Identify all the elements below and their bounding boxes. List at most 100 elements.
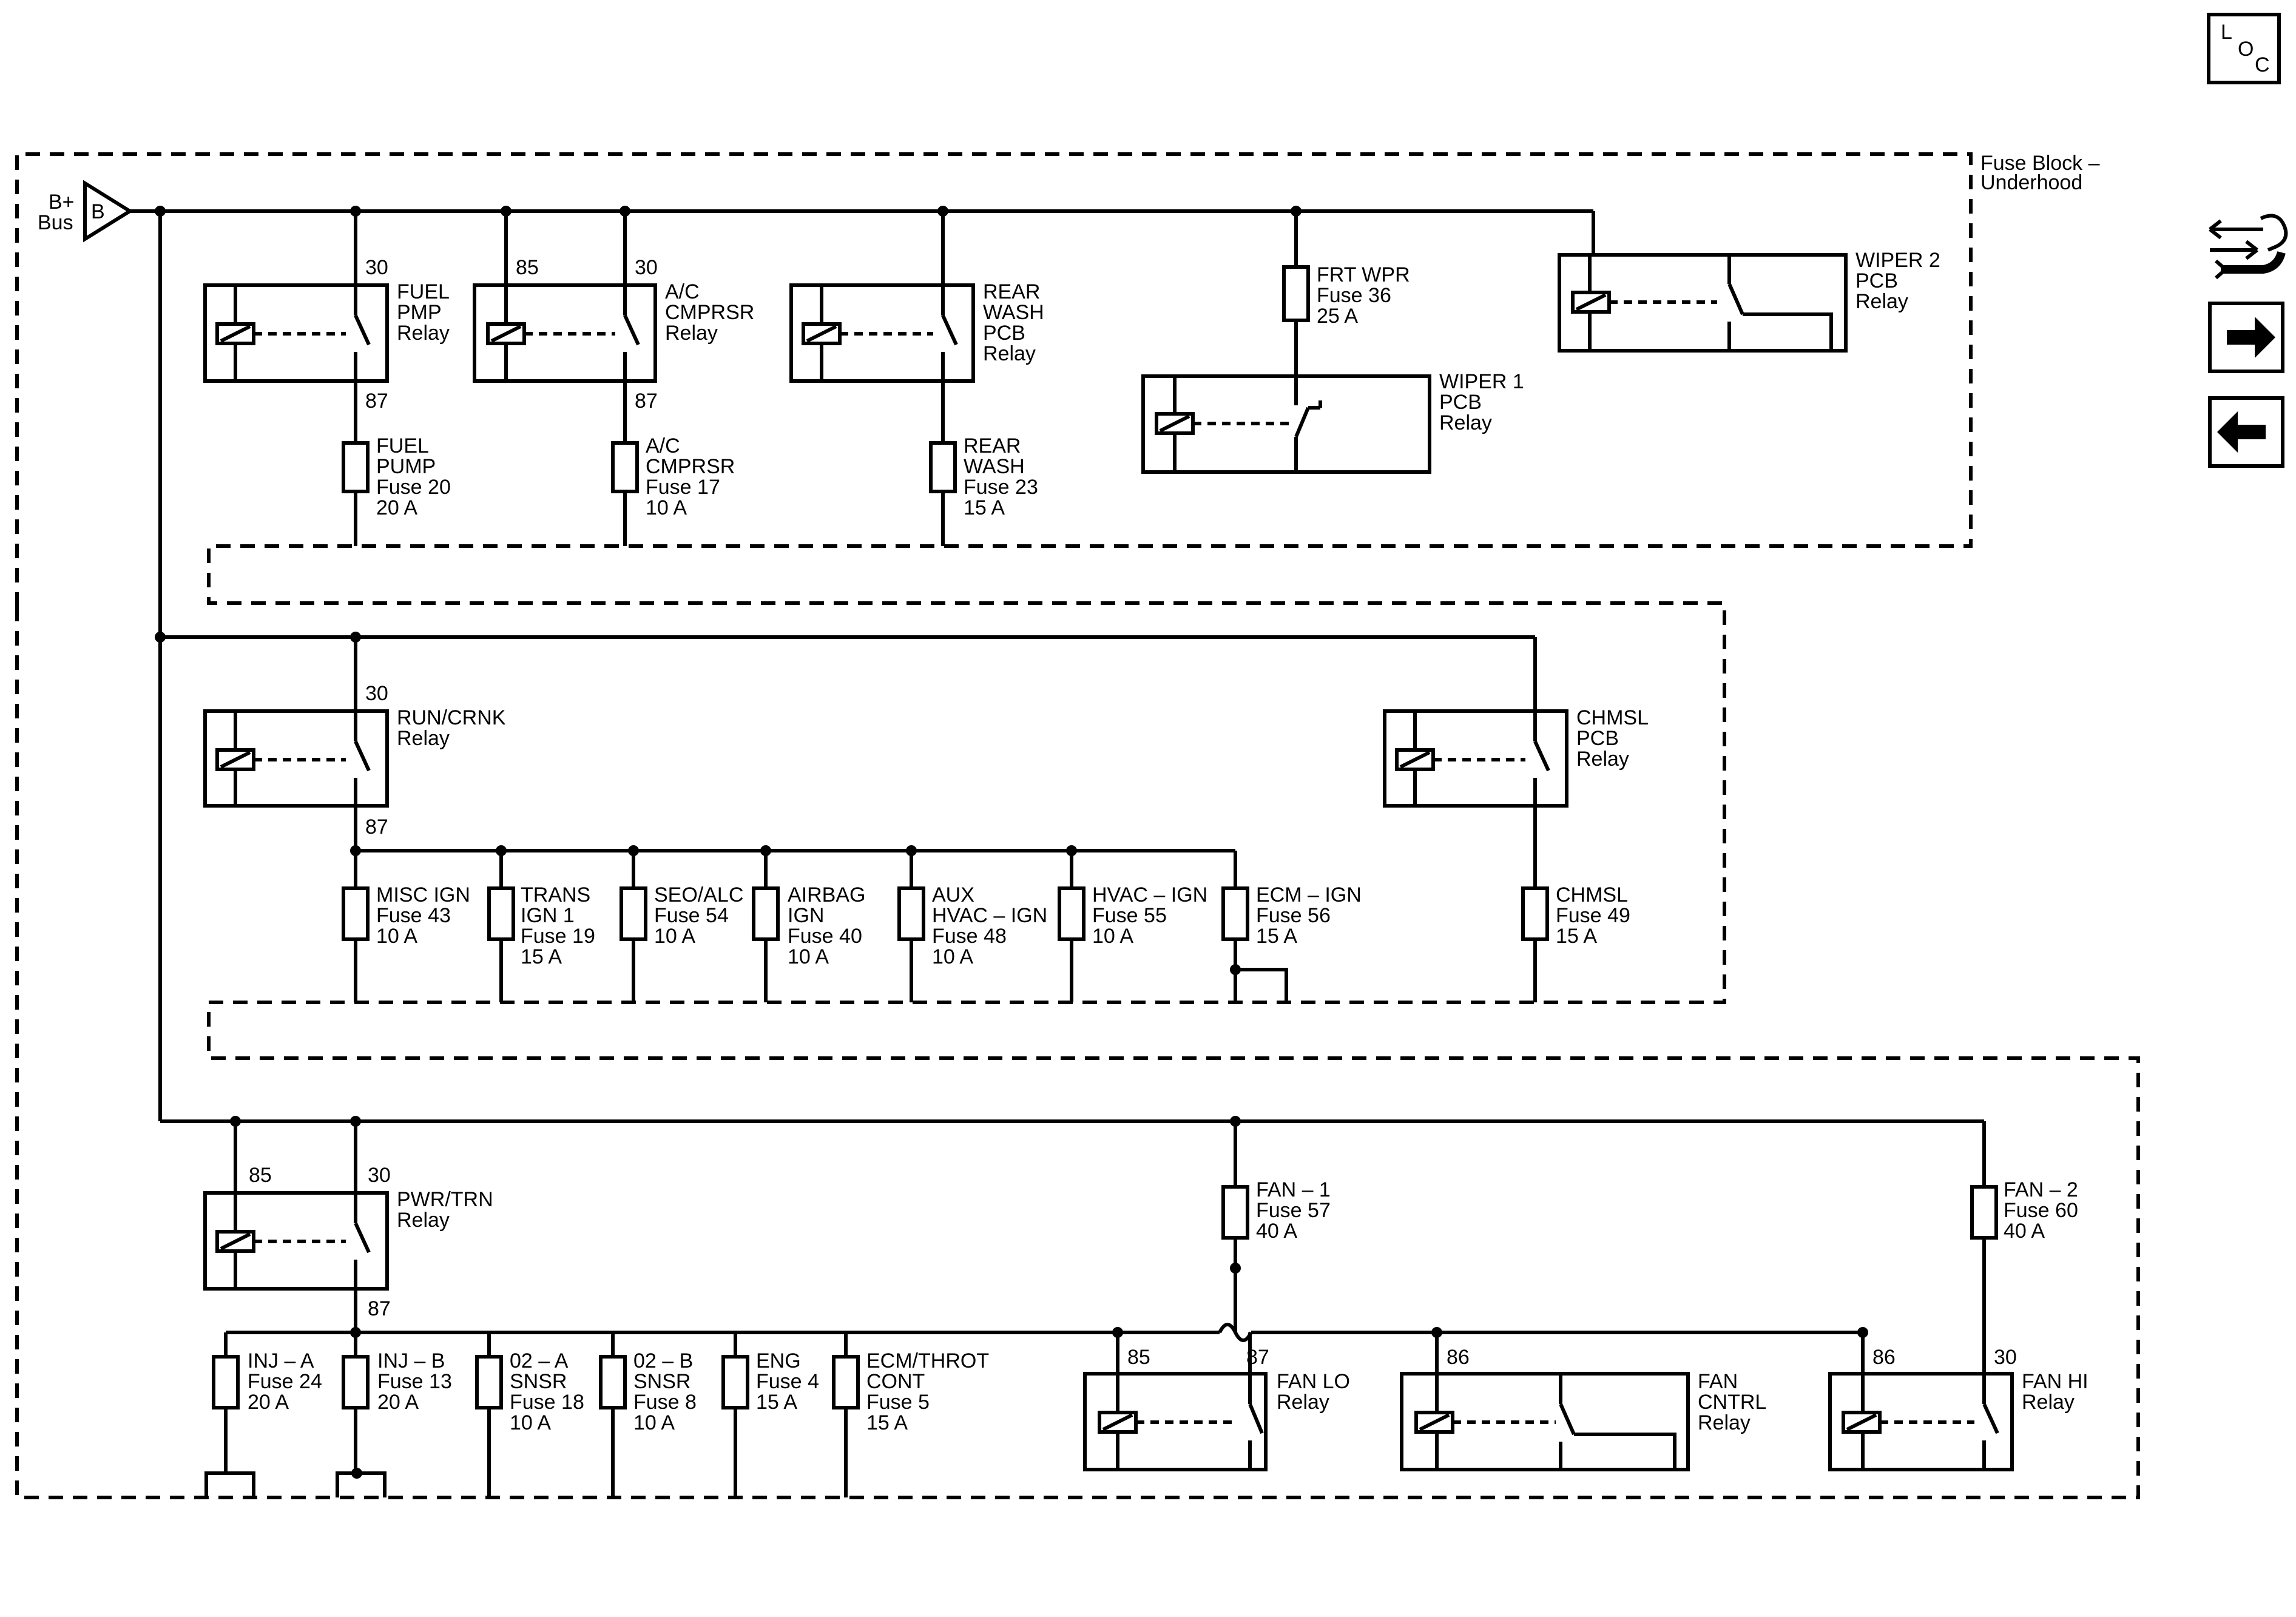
run-crnk-relay-label: RUN/CRNK (397, 706, 506, 729)
fuse-label: WASH (964, 455, 1025, 478)
fuse-label: IGN (788, 904, 824, 927)
tools-icon[interactable] (2209, 214, 2288, 280)
fuse-label: AIRBAG (788, 883, 865, 906)
fan-lo-relay-pin-85: 85 (1127, 1346, 1150, 1369)
fan-cntrl-relay[interactable]: 86 FAN CNTRL Relay (1400, 1332, 1766, 1471)
fuse-label: 20 A (248, 1391, 289, 1414)
b-plus-bus: B+ Bus B (38, 180, 133, 243)
fuse-55-hvac-ign[interactable]: HVAC – IGN Fuse 55 10 A (1058, 883, 1207, 948)
fuse-43-misc-ign[interactable]: MISC IGN Fuse 43 10 A (342, 883, 470, 948)
fuse-18-o2-a-snsr[interactable]: 02 – A SNSR Fuse 18 10 A (475, 1349, 584, 1434)
fuse-label: 15 A (1256, 925, 1297, 948)
fuse-48-aux-hvac[interactable]: AUX HVAC – IGN Fuse 48 10 A (897, 883, 1047, 968)
fuse-label: Fuse 48 (932, 925, 1007, 948)
fuse-49-chmsl[interactable]: CHMSL Fuse 49 15 A (1521, 883, 1630, 948)
ac-cmprsr-relay-pin-87: 87 (635, 390, 658, 413)
fuse-block-title-line2: Underhood (1980, 171, 2082, 194)
fan-hi-relay-pin-30: 30 (1994, 1346, 2017, 1369)
fuse-block-title-line1: Fuse Block – (1980, 152, 2100, 175)
fuse-label: Fuse 20 (376, 476, 451, 499)
fuse-label: Fuse 60 (2004, 1199, 2078, 1222)
fuse-5-ecm-throt-cont[interactable]: ECM/THROT CONT Fuse 5 15 A (832, 1349, 989, 1434)
fuse-label: Fuse 8 (633, 1391, 697, 1414)
fan-cntrl-relay-pin-86: 86 (1447, 1346, 1470, 1369)
loc-button[interactable]: L O C (2207, 13, 2281, 84)
fuse-label: 10 A (932, 945, 973, 968)
fuse-24-inj-a[interactable]: INJ – A Fuse 24 20 A (212, 1349, 322, 1414)
arrow-left-icon[interactable] (2208, 396, 2284, 468)
fan-lo-relay-label: Relay (1277, 1391, 1329, 1414)
fan-hi-relay-pin-86: 86 (1872, 1346, 1896, 1369)
run-crnk-relay[interactable]: 30 87 RUN/CRNK Relay (203, 637, 506, 851)
fuse-4-eng[interactable]: ENG Fuse 4 15 A (721, 1349, 819, 1414)
ac-cmprsr-relay[interactable]: 85 30 87 A/C CMPRSR Relay (473, 211, 754, 546)
pwr-trn-relay-pin-85: 85 (249, 1164, 272, 1187)
fuse-label: Fuse 5 (866, 1391, 930, 1414)
rear-wash-relay-label: Relay (983, 342, 1036, 365)
wiper-1-pcb-relay[interactable]: WIPER 1 PCB Relay (1141, 370, 1524, 474)
fuse-label: INJ – A (248, 1349, 314, 1372)
wiper-2-relay-label: Relay (1855, 290, 1908, 313)
fuse-label: SNSR (510, 1370, 567, 1393)
fuse-label: 10 A (510, 1411, 551, 1434)
fuse-label: Fuse 40 (788, 925, 862, 948)
bus-wires (130, 209, 1984, 1123)
wiper-1-relay-label: WIPER 1 (1439, 370, 1524, 393)
fan-hi-relay-label: FAN HI (2022, 1370, 2088, 1393)
ac-cmprsr-relay-label: Relay (665, 322, 718, 345)
fuel-pmp-relay[interactable]: 30 87 FUEL PMP Relay (203, 211, 450, 546)
chmsl-pcb-relay[interactable]: CHMSL PCB Relay (1383, 637, 1649, 1002)
fuse-label: 10 A (646, 496, 687, 519)
fuse-54-seo-alc[interactable]: SEO/ALC Fuse 54 10 A (620, 883, 743, 948)
arrow-right-icon[interactable] (2208, 302, 2284, 373)
fuse-13-inj-b[interactable]: INJ – B Fuse 13 20 A (342, 1349, 452, 1414)
rear-wash-relay-label: REAR (983, 280, 1040, 303)
fuse-label: Fuse 19 (521, 925, 595, 948)
fan-hi-relay-label: Relay (2022, 1391, 2075, 1414)
chmsl-relay-label: CHMSL (1576, 706, 1649, 729)
fuse-label: 15 A (1556, 925, 1597, 948)
fuse-23-rear-wash[interactable]: REAR WASH Fuse 23 15 A (929, 434, 1038, 519)
fuse-40-airbag[interactable]: AIRBAG IGN Fuse 40 10 A (752, 883, 865, 968)
pwr-trn-relay-label: PWR/TRN (397, 1188, 493, 1211)
pwr-trn-relay[interactable]: 85 30 87 PWR/TRN Relay (203, 1121, 493, 1332)
fuse-label: 02 – A (510, 1349, 569, 1372)
pwr-trn-relay-label: Relay (397, 1209, 450, 1232)
fuse-label: 15 A (866, 1411, 908, 1434)
fuse-label: Fuse 36 (1317, 284, 1391, 307)
fuse-label: FUEL (376, 434, 429, 457)
loc-letter-o: O (2238, 38, 2254, 61)
fuse-20-fuel-pump[interactable]: FUEL PUMP Fuse 20 20 A (342, 434, 451, 519)
fuse-label: Fuse 13 (377, 1370, 452, 1393)
fuse-57-fan-1[interactable]: FAN – 1 Fuse 57 40 A (1221, 1178, 1331, 1243)
ac-cmprsr-relay-pin-85: 85 (516, 256, 539, 279)
fan-hi-relay[interactable]: 86 30 FAN HI Relay (1828, 1332, 2088, 1471)
fuse-17-ac-cmprsr[interactable]: A/C CMPRSR Fuse 17 10 A (611, 434, 735, 519)
chmsl-relay-label: PCB (1576, 727, 1619, 750)
fuse-60-fan-2[interactable]: FAN – 2 Fuse 60 40 A (1970, 1178, 2078, 1243)
fuse-label: 15 A (521, 945, 562, 968)
fan-lo-relay-pin-87: 87 (1246, 1346, 1269, 1369)
junction-dots (155, 206, 1868, 1479)
fuse-label: REAR (964, 434, 1021, 457)
fuse-label: Fuse 23 (964, 476, 1038, 499)
fuse-56-ecm-ign[interactable]: ECM – IGN Fuse 56 15 A (1221, 883, 1362, 948)
bus-label-bus: Bus (38, 211, 73, 234)
fuse-label: 40 A (2004, 1220, 2045, 1243)
wiper-2-pcb-relay[interactable]: WIPER 2 PCB Relay (1558, 211, 1940, 353)
fuse-label: IGN 1 (521, 904, 575, 927)
fuse-label: 20 A (376, 496, 417, 519)
fuse-label: ECM – IGN (1256, 883, 1362, 906)
fuse-label: 10 A (788, 945, 829, 968)
wiper-1-relay-label: Relay (1439, 411, 1492, 434)
fuse-label: PUMP (376, 455, 436, 478)
run-crnk-relay-pin-87: 87 (365, 815, 388, 839)
fuse-label: Fuse 43 (376, 904, 451, 927)
fan-lo-relay[interactable]: 85 87 FAN LO Relay (1083, 1332, 1350, 1471)
fuse-19-trans-ign[interactable]: TRANS IGN 1 Fuse 19 15 A (487, 883, 595, 968)
fuse-36-frt-wpr[interactable]: FRT WPR Fuse 36 25 A (1282, 211, 1410, 376)
fan-cntrl-relay-label: Relay (1698, 1411, 1751, 1434)
fuse-label: 10 A (633, 1411, 675, 1434)
fuse-label: 02 – B (633, 1349, 693, 1372)
fuse-8-o2-b-snsr[interactable]: 02 – B SNSR Fuse 8 10 A (599, 1349, 697, 1434)
